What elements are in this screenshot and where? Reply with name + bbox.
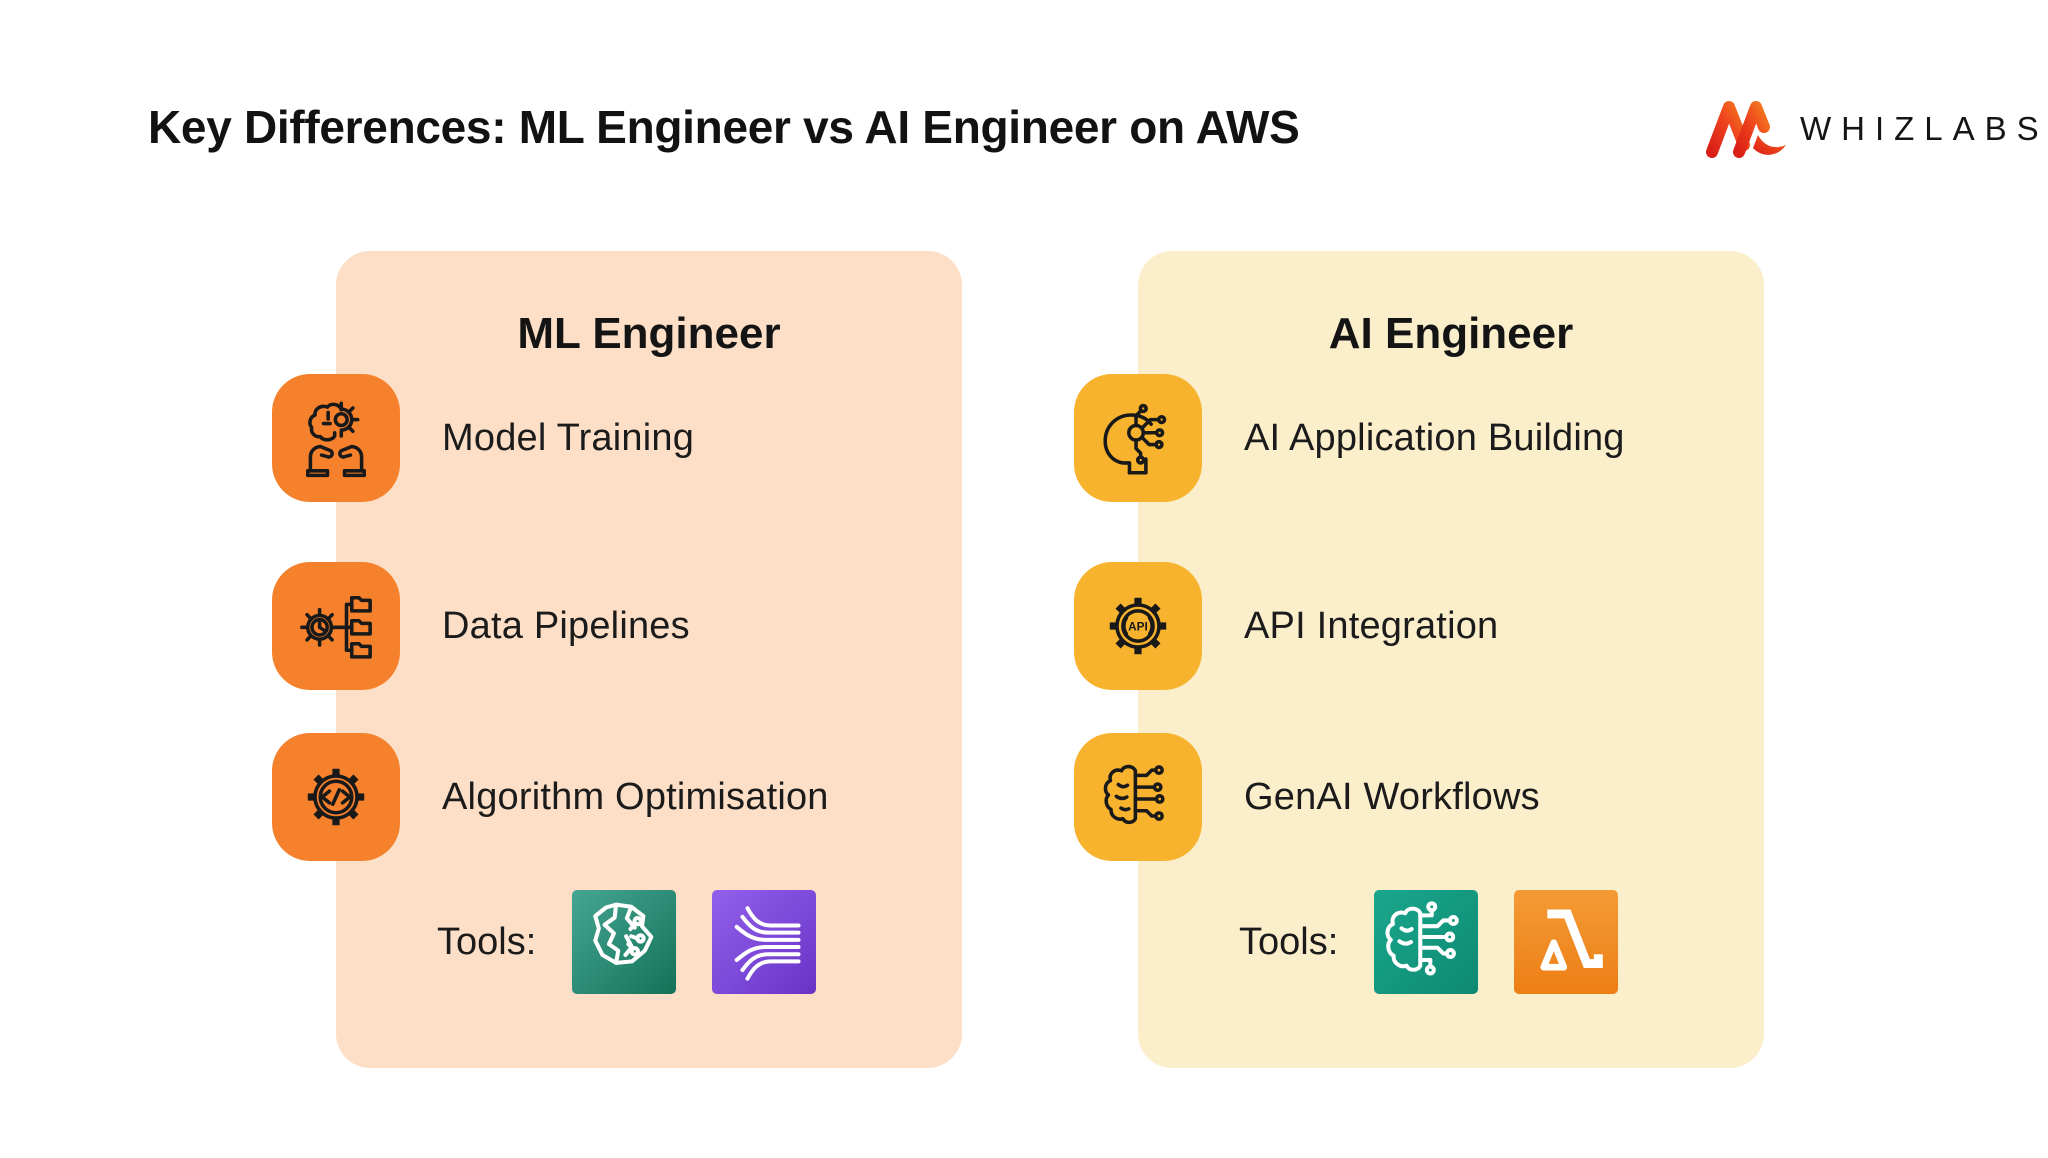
- amazon-bedrock-icon: [1374, 890, 1479, 994]
- aws-glue-icon: [712, 890, 817, 994]
- item-label: Algorithm Optimisation: [442, 775, 829, 818]
- whizlabs-logo: WHIZLABS: [1706, 100, 2048, 158]
- item-label: Model Training: [442, 416, 695, 459]
- gear-clock-folders-icon: [272, 562, 400, 690]
- ai-tools-row: Tools:: [1239, 890, 1619, 994]
- aws-lambda-icon: [1514, 890, 1619, 994]
- list-item-genai-workflows: GenAI Workflows: [1074, 733, 1540, 861]
- page-title: Key Differences: ML Engineer vs AI Engin…: [148, 101, 1300, 153]
- ml-tools-row: Tools:: [437, 890, 817, 994]
- whizlabs-w-mark-icon: [1706, 101, 1786, 158]
- ml-card-title: ML Engineer: [517, 309, 781, 358]
- list-item-model-training: Model Training: [272, 374, 694, 502]
- amazon-sagemaker-icon: [572, 890, 677, 994]
- brain-circuit-icon: [1074, 733, 1202, 861]
- list-item-algorithm-optimisation: Algorithm Optimisation: [272, 733, 829, 861]
- list-item-api-integration: API API Integration: [1074, 562, 1498, 690]
- ai-card-title: AI Engineer: [1328, 309, 1574, 358]
- item-label: API Integration: [1244, 604, 1499, 647]
- gear-api-icon: API: [1074, 562, 1202, 690]
- item-label: AI Application Building: [1244, 416, 1625, 459]
- gear-code-icon: [272, 733, 400, 861]
- list-item-data-pipelines: Data Pipelines: [272, 562, 690, 690]
- tools-label: Tools:: [1239, 920, 1339, 963]
- item-label: Data Pipelines: [442, 604, 690, 647]
- list-item-ai-application-building: AI Application Building: [1074, 374, 1625, 502]
- hands-holding-brain-gear-icon: [272, 374, 400, 502]
- head-circuit-icon: [1074, 374, 1202, 502]
- api-icon-text: API: [1128, 620, 1148, 634]
- tools-label: Tools:: [437, 920, 537, 963]
- ai-engineer-card: AI Engineer AI Application Building: [1074, 251, 1764, 1068]
- whizlabs-logo-text: WHIZLABS: [1800, 110, 2048, 147]
- ml-engineer-card: ML Engineer: [272, 251, 962, 1068]
- item-label: GenAI Workflows: [1244, 775, 1540, 818]
